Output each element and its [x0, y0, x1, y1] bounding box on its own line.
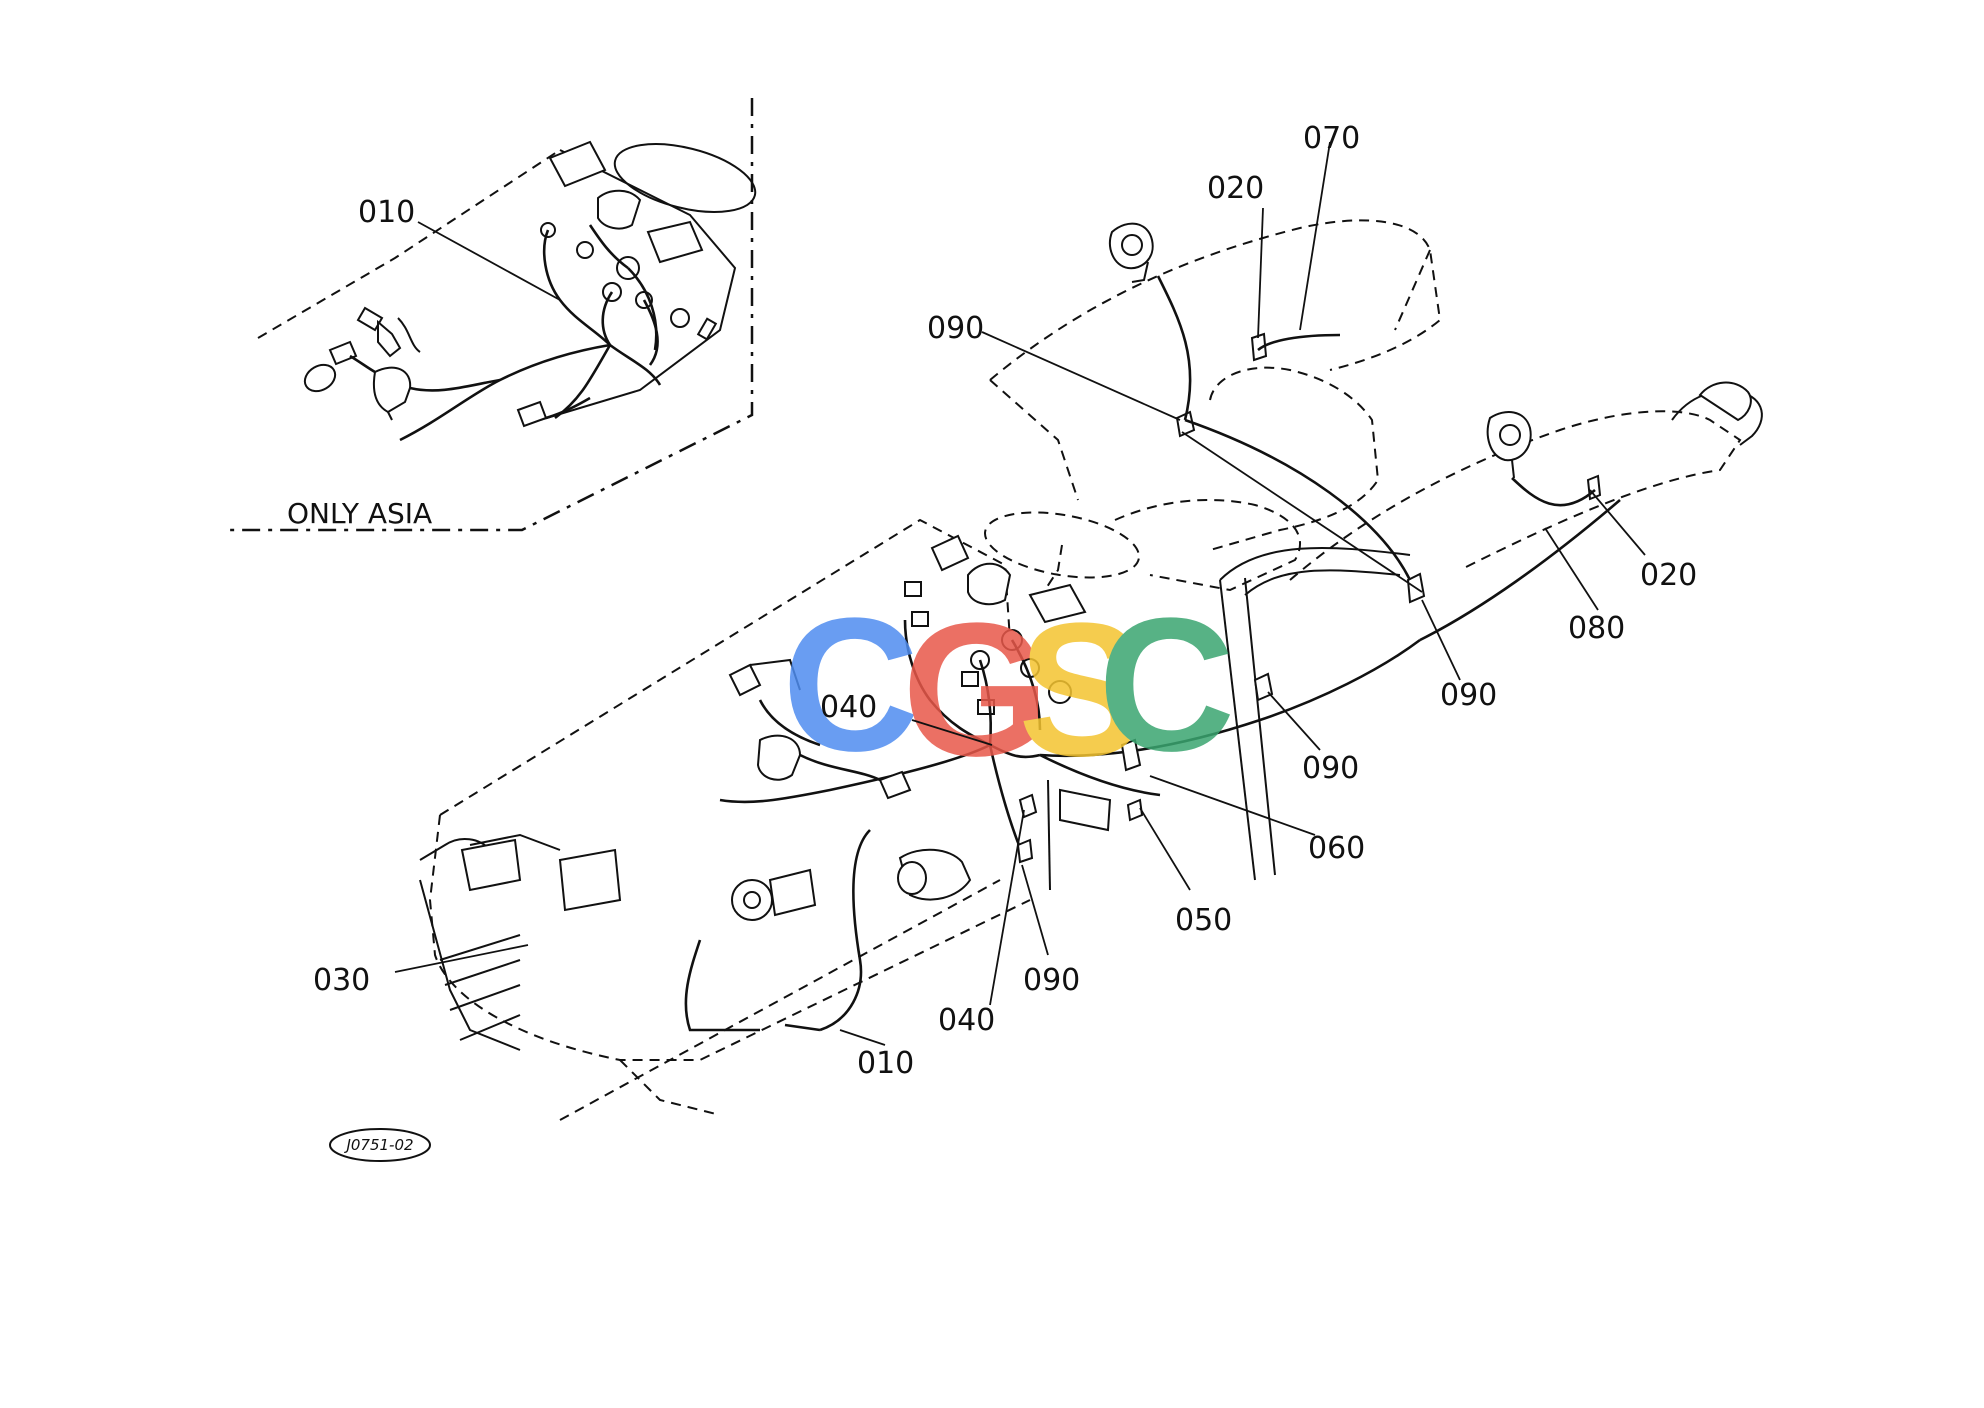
callout-030: 030 — [313, 963, 370, 998]
callout-labels: 010 020 070 090 020 080 090 090 060 050 … — [287, 121, 1697, 1081]
callout-050: 050 — [1175, 903, 1232, 938]
callout-070: 070 — [1303, 121, 1360, 156]
figure-code: J0751-02 — [343, 1136, 413, 1154]
watermark-letter-1: C — [782, 579, 919, 791]
callout-020-top: 020 — [1207, 171, 1264, 206]
callout-090-right: 090 — [1440, 678, 1497, 713]
tractor-body — [419, 518, 1112, 1121]
watermark: C G S C — [782, 579, 1235, 796]
watermark-letter-3: S — [1018, 584, 1145, 796]
callout-090-topleft: 090 — [927, 311, 984, 346]
callout-080: 080 — [1568, 611, 1625, 646]
callout-020-right: 020 — [1640, 558, 1697, 593]
callout-090-mid: 090 — [1302, 751, 1359, 786]
callout-060: 060 — [1308, 831, 1365, 866]
callout-090-low: 090 — [1023, 963, 1080, 998]
inset-asia — [230, 98, 757, 532]
leader-lines — [394, 141, 1646, 1046]
inset-note: ONLY ASIA — [287, 497, 432, 530]
callout-010-inset: 010 — [358, 195, 415, 230]
main-harness — [684, 275, 1621, 1032]
rops-and-fenders — [984, 219, 1763, 881]
figure-code-badge: J0751-02 — [329, 1128, 431, 1162]
callout-040-top: 040 — [820, 690, 877, 725]
watermark-letter-4: C — [1098, 579, 1235, 791]
callout-040-bottom: 040 — [938, 1003, 995, 1038]
watermark-letter-2: G — [902, 584, 1050, 796]
callout-010-main: 010 — [857, 1046, 914, 1081]
